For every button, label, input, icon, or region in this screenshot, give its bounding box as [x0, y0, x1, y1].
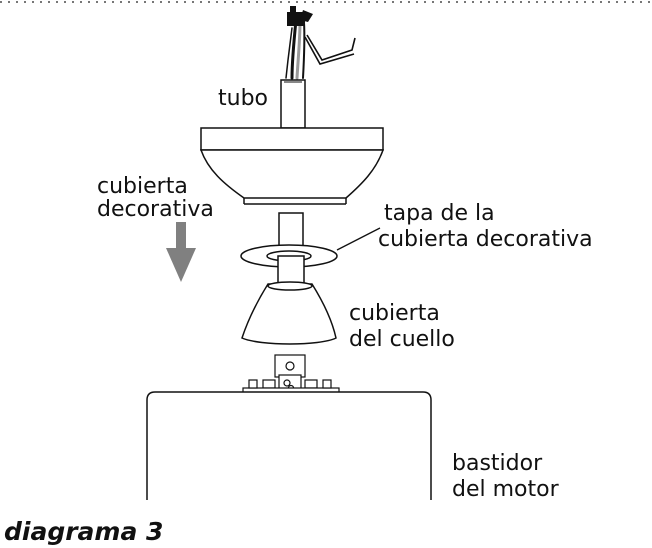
wire-bundle: [285, 18, 306, 80]
cover-cap-leader-line: [336, 227, 381, 251]
label-collar-cover-2: del cuello: [349, 327, 455, 352]
label-motor-housing-2: del motor: [452, 477, 560, 502]
label-decorative-cover-1: cubierta: [97, 174, 188, 199]
motor-collar: [242, 354, 340, 394]
label-tube: tubo: [218, 86, 268, 111]
tube-rod: [280, 79, 306, 129]
diagram-caption: diagrama 3: [4, 517, 163, 546]
down-arrow-icon: [166, 222, 196, 282]
wire-connector-icon: [287, 6, 313, 26]
decorative-cover: [199, 127, 385, 205]
hanger-bracket-wire: [304, 34, 356, 65]
downrod-upper: [278, 212, 304, 248]
collar-cover: [241, 281, 337, 345]
label-decorative-cover-2: decorativa: [97, 197, 214, 222]
label-motor-housing-1: bastidor: [452, 451, 543, 476]
label-cover-cap-2: cubierta decorativa: [378, 227, 593, 252]
label-collar-cover-1: cubierta: [349, 301, 440, 326]
downrod-lower: [277, 255, 305, 285]
motor-housing: [146, 391, 432, 500]
label-cover-cap-1: tapa de la: [384, 201, 495, 226]
